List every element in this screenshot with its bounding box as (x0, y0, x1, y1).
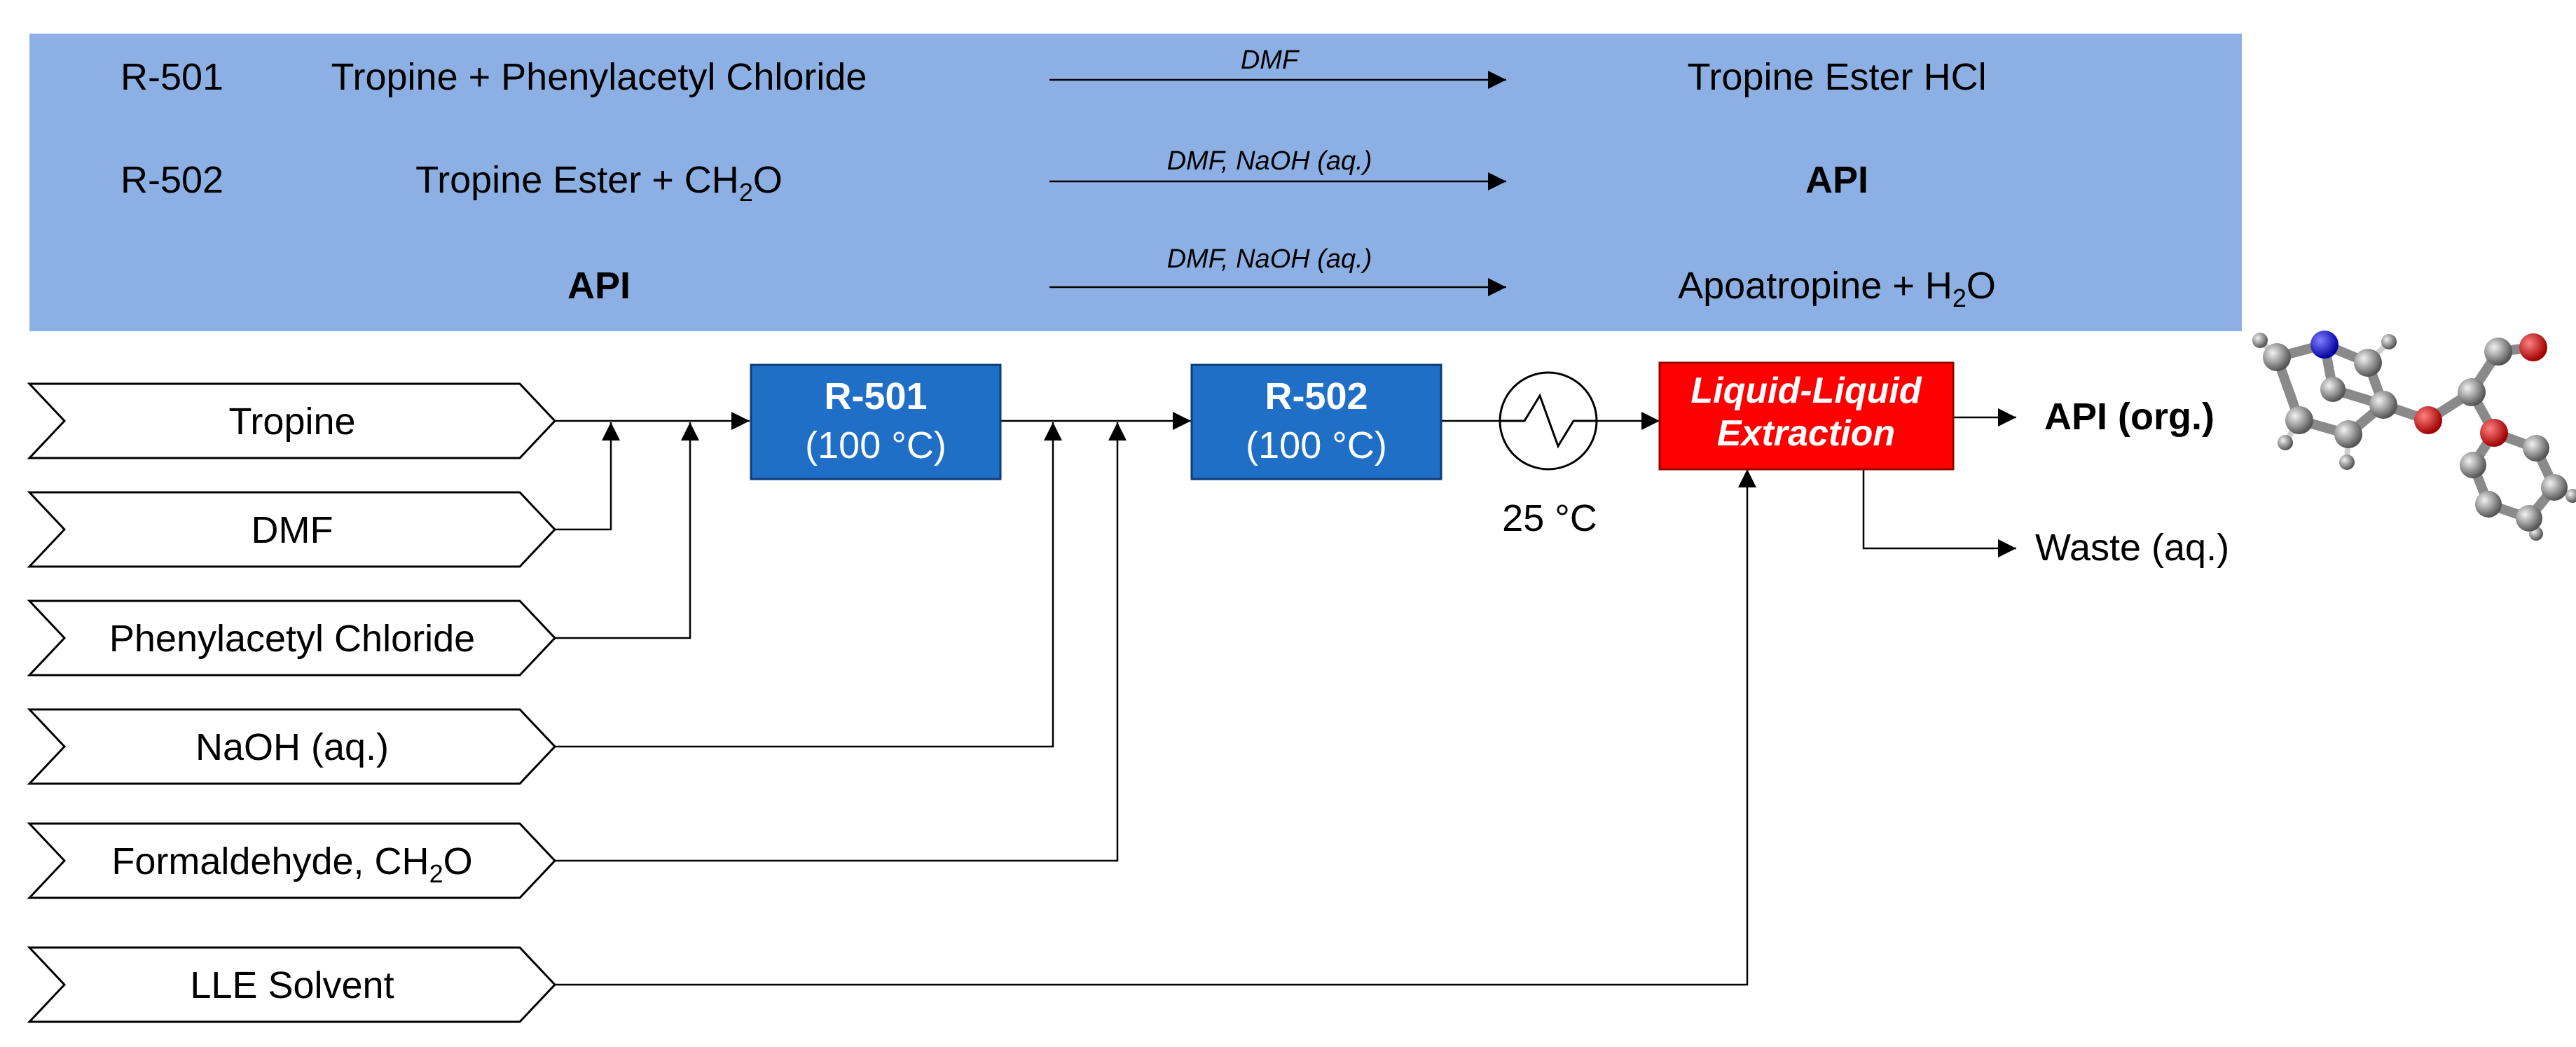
reactor-r502-temp: (100 °C) (1246, 424, 1387, 466)
reaction-id-r502: R-502 (120, 159, 223, 201)
feed-tropine-shape (27, 382, 557, 459)
molecule-ball-and-stick-icon (2252, 331, 2576, 541)
lle-box (1658, 361, 1955, 471)
reaction-3-product: Apoatropine + H2O (1678, 265, 1996, 312)
feed-dmf-shape (27, 491, 557, 568)
feed-lle-solvent-label: LLE Solvent (190, 964, 394, 1006)
reaction-1-reactants: Tropine + Phenylacetyl Chloride (331, 56, 867, 98)
reaction-1-conditions: DMF (1241, 46, 1300, 75)
reaction-id-r501: R-501 (120, 56, 223, 98)
feed-lle-solvent-shape (27, 946, 557, 1023)
reaction-2-reactants: Tropine Ester + CH2O (415, 159, 783, 207)
feed-phenylacetyl-chloride-label: Phenylacetyl Chloride (109, 618, 475, 660)
reactor-r501-box (750, 363, 1002, 480)
feed-formaldehyde-shape (27, 822, 557, 899)
feed-naoh-label: NaOH (aq.) (195, 726, 389, 768)
lle-label-line2: Extraction (1717, 413, 1895, 454)
reactor-r502-name: R-502 (1265, 375, 1368, 417)
reactor-r501-temp: (100 °C) (805, 424, 946, 466)
feed-naoh-shape (27, 708, 557, 785)
heat-exchanger-icon (1499, 371, 1598, 471)
stream-formaldehyde (555, 422, 1127, 862)
output-waste-aq: Waste (aq.) (2035, 527, 2229, 569)
reactor-r502-box (1190, 363, 1442, 480)
reaction-panel (29, 34, 2242, 331)
reaction-3-conditions: DMF, NaOH (aq.) (1167, 244, 1372, 274)
feed-tropine-label: Tropine (228, 401, 355, 443)
stream-naoh (555, 422, 1062, 748)
reactor-r501-name: R-501 (824, 375, 927, 417)
stream-lle-to-waste (1862, 469, 2016, 557)
reaction-1-product: Tropine Ester HCl (1687, 56, 1986, 98)
reaction-2-product: API (1805, 159, 1868, 201)
reaction-3-reactants: API (567, 265, 631, 307)
stream-lle-solvent (555, 469, 1756, 986)
lle-unit: Liquid-Liquid Extraction (1658, 361, 1955, 471)
feed-dmf-label: DMF (252, 509, 333, 551)
stream-phenylacetyl-chloride (555, 422, 699, 639)
output-api-org: API (org.) (2044, 396, 2215, 438)
feed-phenylacetyl-chloride-shape (27, 599, 557, 677)
cooler-temperature: 25 °C (1502, 497, 1597, 539)
lle-label-line1: Liquid-Liquid (1690, 370, 1922, 411)
stream-dmf (555, 422, 620, 531)
reaction-2-conditions: DMF, NaOH (aq.) (1167, 146, 1372, 176)
feed-formaldehyde-label: Formaldehyde, CH2O (111, 840, 472, 888)
reactor-r502: R-502 (100 °C) (1190, 363, 1442, 480)
reactor-r501: R-501 (100 °C) (750, 363, 1002, 480)
